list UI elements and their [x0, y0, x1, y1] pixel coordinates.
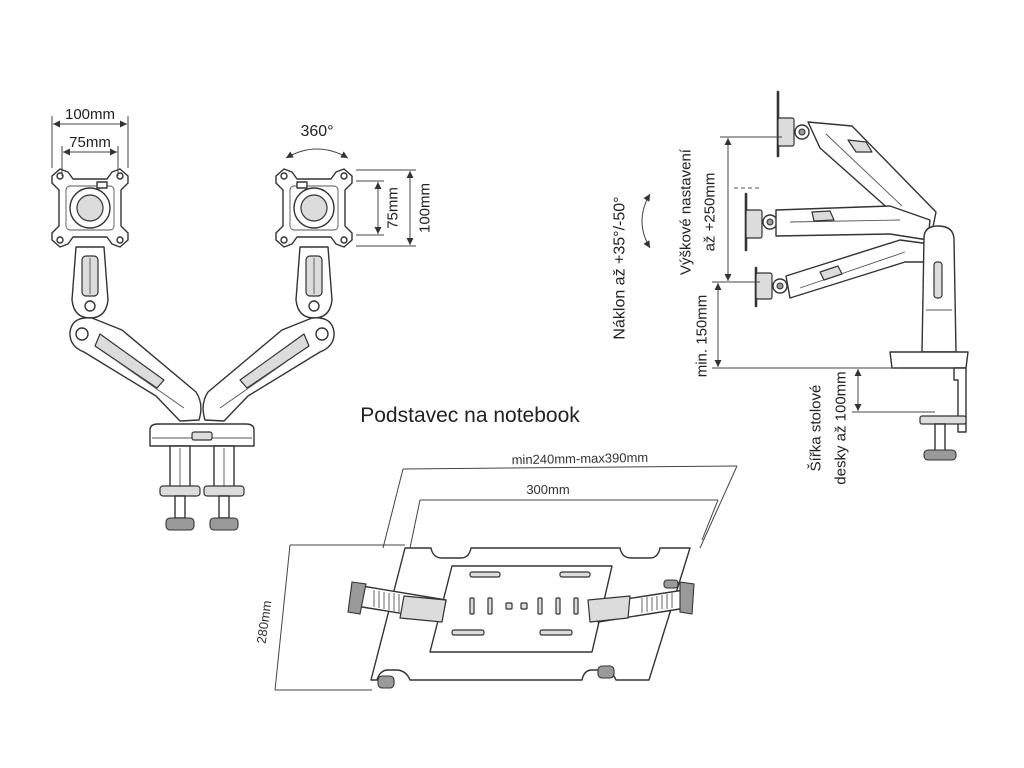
rotation-indicator: 360°	[285, 123, 349, 159]
tray-feet	[377, 579, 679, 689]
tray-ventilation-slots	[451, 571, 591, 636]
side-pole-and-clamp	[889, 225, 969, 461]
vesa-inner-height-label: 75mm	[385, 187, 402, 229]
notebook-stand-section: Podstavec na notebook min240mm-max390mm …	[254, 404, 738, 691]
vesa-outer-width-label: 100mm	[65, 106, 115, 123]
vesa-plate-right	[275, 168, 353, 248]
vesa-height-dimensions: 75mm 100mm	[356, 169, 434, 247]
notebook-stand-dimensions: min240mm-max390mm 300mm 280mm	[254, 450, 738, 691]
tray-right-holder-arm	[587, 581, 695, 623]
width-range-label: min240mm-max390mm	[512, 450, 649, 467]
side-dimensions: Výškové nastavení až +250mm min. 150mm Š…	[678, 136, 935, 485]
vesa-inner-width-label: 75mm	[69, 134, 111, 151]
vesa-plate-left	[51, 168, 129, 248]
upper-arm-left	[71, 246, 109, 319]
tilt-label: Náklon až +35°/-50°	[612, 196, 629, 339]
vesa-outer-height-label: 100mm	[417, 183, 434, 233]
lower-arm-right	[202, 317, 335, 422]
desk-base-front	[149, 423, 255, 531]
right-monitor-arm	[202, 168, 353, 422]
notebook-stand-title: Podstavec na notebook	[360, 404, 580, 427]
height-adjust-label-line2: až +250mm	[702, 173, 719, 252]
side-monitor-low-position	[754, 239, 931, 308]
dual-arm-front-view: 100mm 75mm 360° 75mm 100mm	[51, 106, 434, 531]
height-adjust-label-line1: Výškové nastavení	[678, 148, 695, 275]
rotation-label: 360°	[300, 123, 333, 140]
width-label: 300mm	[526, 482, 569, 497]
tray-left-holder-arm	[347, 581, 447, 623]
tilt-indicator: Náklon až +35°/-50°	[612, 193, 651, 340]
rotation-arc-icon	[285, 148, 349, 159]
side-monitor-top-position	[776, 90, 937, 233]
left-monitor-arm	[51, 168, 202, 422]
depth-label: 280mm	[254, 599, 275, 644]
vesa-width-dimensions: 100mm 75mm	[51, 106, 129, 176]
desk-thickness-label-line1: Šířka stolové	[808, 385, 825, 472]
lower-arm-left	[69, 317, 202, 422]
tilt-arc-icon	[641, 193, 651, 249]
upper-arm-right	[295, 246, 333, 319]
right-arm-grip	[641, 593, 673, 613]
min-height-label: min. 150mm	[694, 295, 711, 378]
side-view: Výškové nastavení až +250mm min. 150mm Š…	[612, 90, 969, 485]
side-monitor-middle-position	[744, 192, 931, 252]
desk-thickness-label-line2: desky až 100mm	[833, 371, 850, 484]
notebook-tray	[370, 547, 691, 681]
left-arm-grip	[373, 590, 400, 612]
